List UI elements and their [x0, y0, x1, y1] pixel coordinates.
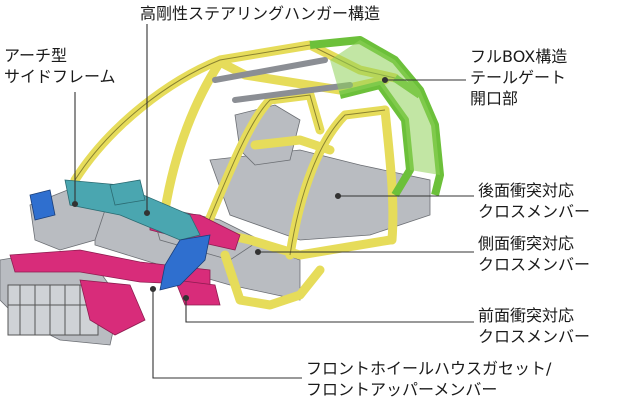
yellow-cabin-frame-edge	[74, 44, 396, 256]
label-steering-hanger-text: 高剛性ステアリングハンガー構造	[140, 4, 381, 23]
label-box-tailgate-line2: テールゲート	[470, 68, 567, 87]
leader-lines	[71, 24, 474, 379]
label-rear-crossmember: 後面衝突対応 クロスメンバー	[478, 180, 590, 222]
leader-dot-box	[381, 76, 389, 84]
label-front-crossmember: 前面衝突対応 クロスメンバー	[478, 305, 590, 347]
label-wheelhouse-gusset: フロントホイールハウスガセット/ フロントアッパーメンバー	[306, 358, 551, 400]
leader-dot-steering	[143, 209, 151, 217]
label-side-crossmember: 側面衝突対応 クロスメンバー	[478, 233, 590, 275]
blue-members	[29, 189, 211, 291]
label-arch-frame-line1: アーチ型	[4, 46, 68, 65]
label-arch-frame: アーチ型 サイドフレーム	[4, 45, 116, 87]
leader-dot-side	[254, 248, 262, 256]
roof-bows	[212, 57, 353, 103]
green-tailgate-fill	[330, 40, 440, 175]
leader-dot-front	[182, 294, 190, 302]
label-front-crossmember-line2: クロスメンバー	[478, 327, 591, 346]
leader-front-crossmember	[185, 298, 474, 323]
label-front-crossmember-line1: 前面衝突対応	[478, 306, 575, 325]
leader-dot-rear	[334, 192, 342, 200]
leader-dot-arch	[71, 200, 79, 208]
label-wheelhouse-gusset-line2: フロントアッパーメンバー	[306, 380, 498, 399]
label-wheelhouse-gusset-line1: フロントホイールハウスガセット/	[306, 359, 552, 378]
label-steering-hanger: 高剛性ステアリングハンガー構造	[140, 3, 380, 24]
label-side-crossmember-line2: クロスメンバー	[478, 255, 591, 274]
leader-dot-wheelhouse	[149, 285, 157, 293]
label-rear-crossmember-line2: クロスメンバー	[478, 202, 591, 221]
cyan-steering-hanger	[64, 179, 201, 241]
label-box-tailgate: フルBOX構造 テールゲート 開口部	[470, 46, 567, 109]
label-box-tailgate-line3: 開口部	[470, 89, 519, 108]
label-arch-frame-line2: サイドフレーム	[4, 67, 116, 86]
label-rear-crossmember-line1: 後面衝突対応	[478, 181, 575, 200]
leader-wheelhouse	[152, 289, 302, 379]
label-box-tailgate-line1: フルBOX構造	[470, 47, 568, 66]
label-side-crossmember-line1: 側面衝突対応	[478, 234, 575, 253]
